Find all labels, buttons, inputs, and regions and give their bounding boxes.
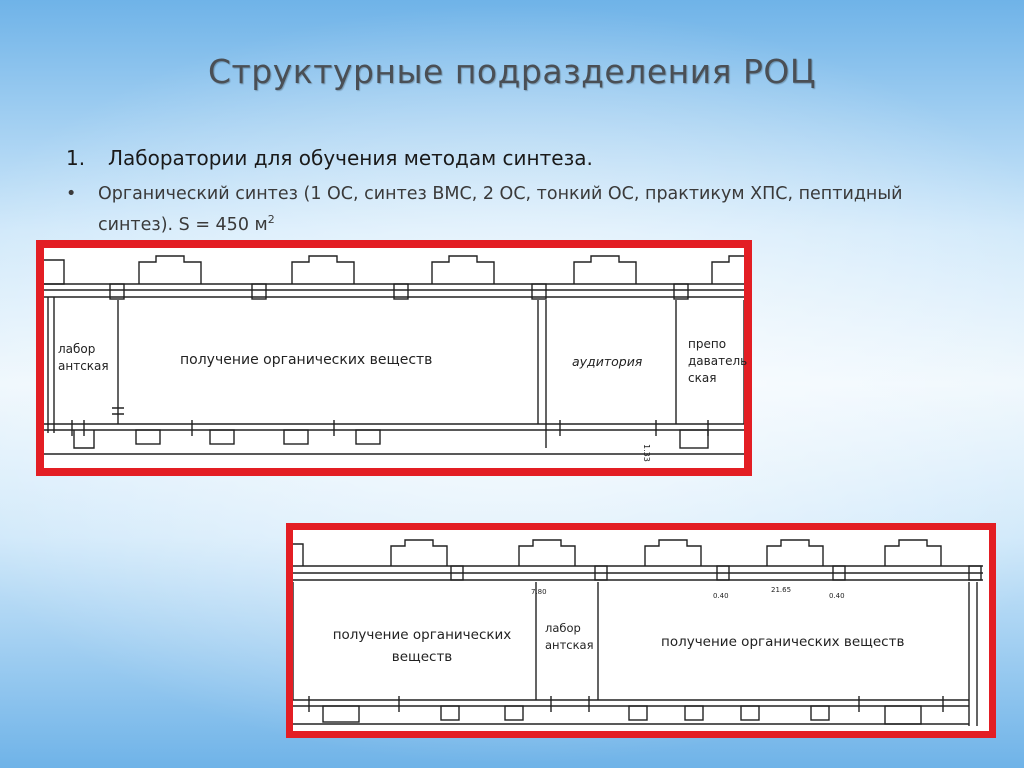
dimension-label-c: 21.65 bbox=[771, 586, 791, 594]
item-text: Лаборатории для обучения методам синтеза… bbox=[108, 146, 593, 170]
slide-title: Структурные подразделения РОЦ bbox=[208, 52, 816, 91]
room-laboratory-mid: лабор антская bbox=[545, 620, 594, 654]
bullet-dot: • bbox=[66, 184, 77, 204]
floor-plan-bottom-drawing: 7.80 0.40 21.65 0.40 bbox=[293, 539, 983, 726]
room-laboratory-line1: лабор bbox=[58, 342, 96, 356]
bullet-superscript: 2 bbox=[267, 213, 275, 226]
item-number: 1. bbox=[66, 146, 86, 170]
bullet-text: Органический синтез (1 ОС, синтез ВМС, 2… bbox=[98, 182, 918, 238]
bullet-main-text: Органический синтез (1 ОС, синтез ВМС, 2… bbox=[98, 184, 903, 235]
numbered-item: 1. Лаборатории для обучения методам синте… bbox=[66, 146, 593, 170]
dimension-label-d: 0.40 bbox=[829, 592, 845, 600]
room-teachers-line1: препо bbox=[688, 337, 727, 351]
room-organic-synthesis-right: получение органических веществ bbox=[661, 634, 905, 650]
room-auditorium: аудитория bbox=[572, 354, 643, 369]
room-teachers-line2: даватель bbox=[688, 354, 748, 368]
dimension-label: 1.33 bbox=[642, 444, 651, 462]
room-organic-synthesis: получение органических веществ bbox=[180, 352, 433, 368]
room-laboratory-line2: антская bbox=[58, 359, 109, 373]
room-laboratory: лабор антская bbox=[58, 341, 109, 375]
room-teachers: препо даватель ская bbox=[688, 336, 747, 387]
room-laboratory-mid-line1: лабор bbox=[545, 621, 581, 635]
room-laboratory-mid-line2: антская bbox=[545, 638, 594, 652]
room-teachers-line3: ская bbox=[688, 371, 717, 385]
floor-plan-bottom: 7.80 0.40 21.65 0.40 получение органичес… bbox=[286, 523, 996, 738]
room-organic-synthesis-left-line1: получение органических bbox=[332, 627, 512, 643]
floor-plan-top-drawing: 1.33 bbox=[44, 255, 744, 462]
room-organic-synthesis-left-line2: веществ bbox=[391, 649, 453, 665]
floor-plan-top: 1.33 лабор антская получение органически… bbox=[36, 240, 752, 476]
room-organic-synthesis-left: получение органических веществ bbox=[317, 624, 527, 668]
dimension-label-a: 7.80 bbox=[531, 588, 547, 596]
dimension-label-b: 0.40 bbox=[713, 592, 729, 600]
